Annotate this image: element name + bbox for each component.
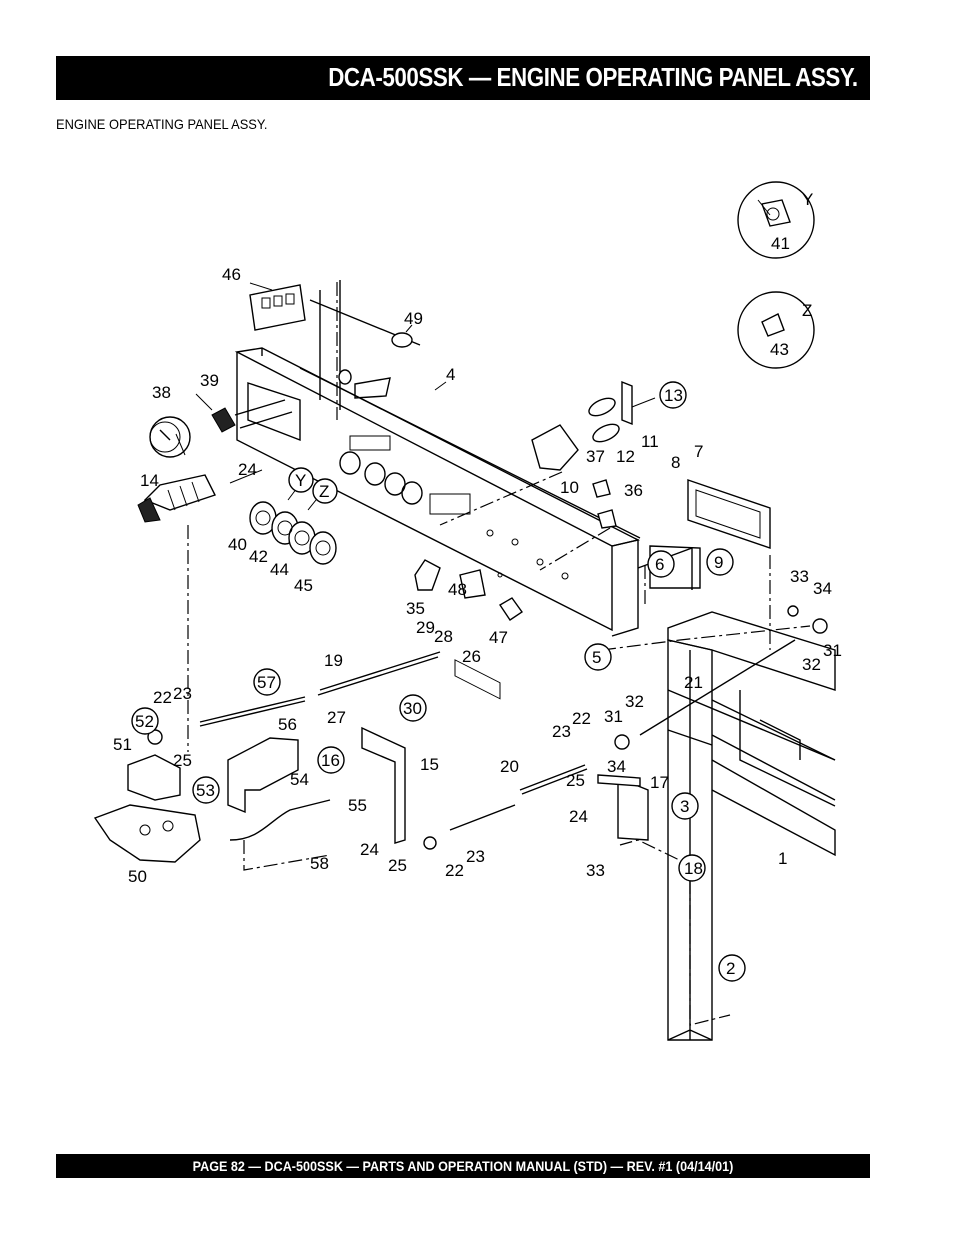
callout-19: 19 [324,651,343,670]
callout-58: 58 [310,854,329,873]
callout-46: 46 [222,265,241,284]
frame-drawing [667,611,836,1041]
callout-24c: 24 [569,807,588,826]
callout-6: 6 [655,555,664,574]
callout-48: 48 [448,580,467,599]
callout-34b: 34 [813,579,832,598]
callout-17: 17 [650,773,669,792]
callout-23c: 23 [552,722,571,741]
detail-z-drawing [737,291,815,369]
callout-31b: 31 [823,641,842,660]
misc-parts-drawings [249,284,771,621]
callout-25c: 25 [566,771,585,790]
callout-3: 3 [680,797,689,816]
callout-14: 14 [140,471,159,490]
callout-Z2: Z [802,301,812,320]
callout-10: 10 [560,478,579,497]
callout-43: 43 [770,340,789,359]
callout-50: 50 [128,867,147,886]
callout-26: 26 [462,647,481,666]
callout-2: 2 [726,959,735,978]
callout-25a: 25 [173,751,192,770]
callout-7: 7 [694,442,703,461]
callout-21: 21 [684,673,703,692]
title-bar: DCA-500SSK — ENGINE OPERATING PANEL ASSY… [56,56,870,100]
callout-24b: 24 [360,840,379,859]
callout-circles [131,381,746,982]
footer-bar: PAGE 82 — DCA-500SSK — PARTS AND OPERATI… [56,1154,870,1178]
callout-4: 4 [446,365,455,384]
callout-16: 16 [321,751,340,770]
callout-55: 55 [348,796,367,815]
footer-text: PAGE 82 — DCA-500SSK — PARTS AND OPERATI… [192,1158,734,1174]
callout-36: 36 [624,481,643,500]
bracket-drawings [127,605,828,850]
callout-29: 29 [416,618,435,637]
callout-45: 45 [294,576,313,595]
callout-24a: 24 [238,460,257,479]
callout-54: 54 [290,770,309,789]
gauge-drawings [137,399,293,523]
callout-31a: 31 [604,707,623,726]
callout-41: 41 [771,234,790,253]
leader-lines [175,199,811,1026]
callout-22b: 22 [445,861,464,880]
callout-9: 9 [714,553,723,572]
callout-13: 13 [664,386,683,405]
callout-11: 11 [641,432,659,451]
callout-25b: 25 [388,856,407,875]
callout-Z1: Z [319,482,329,501]
callout-27: 27 [327,708,346,727]
callout-51: 51 [113,735,132,754]
callout-53: 53 [196,781,215,800]
callout-22a: 22 [153,688,172,707]
callout-12: 12 [616,447,635,466]
callout-47: 47 [489,628,508,647]
callout-Y2: Y [802,190,813,209]
page-title: DCA-500SSK — ENGINE OPERATING PANEL ASSY… [328,62,859,92]
callout-1: 1 [778,849,787,868]
callout-38: 38 [152,383,171,402]
callout-32b: 32 [802,655,821,674]
callout-30: 30 [403,699,422,718]
callout-39: 39 [200,371,219,390]
meter-drawings [249,501,337,565]
cable-drawings [93,639,796,863]
callout-23a: 23 [173,684,192,703]
detail-y-drawing [737,181,815,259]
callout-8: 8 [671,453,680,472]
callout-Y1: Y [295,471,306,490]
operating-panel-drawing [234,280,701,700]
callout-49: 49 [404,309,423,328]
callout-56: 56 [278,715,297,734]
callout-15: 15 [420,755,439,774]
callout-20: 20 [500,757,519,776]
callout-35: 35 [406,599,425,618]
callout-44: 44 [270,560,289,579]
section-subtitle: ENGINE OPERATING PANEL ASSY. [56,116,268,132]
callout-33b: 33 [790,567,809,586]
callout-52: 52 [135,712,154,731]
callout-28: 28 [434,627,453,646]
callout-32a: 32 [625,692,644,711]
callout-57: 57 [257,673,276,692]
callout-5: 5 [592,648,601,667]
callout-23b: 23 [466,847,485,866]
callout-22c: 22 [572,709,591,728]
callout-40: 40 [228,535,247,554]
callout-34a: 34 [607,757,626,776]
callout-33a: 33 [586,861,605,880]
callout-42: 42 [249,547,268,566]
callout-18: 18 [684,859,703,878]
callout-labels: 46 49 38 39 4 13 11 12 37 10 36 7 8 9 6 … [113,190,842,978]
callout-37: 37 [586,447,605,466]
